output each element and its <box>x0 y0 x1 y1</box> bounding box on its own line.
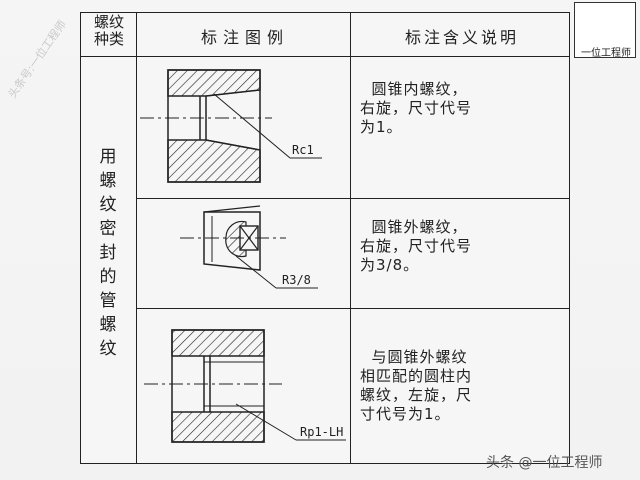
header-thread-type: 螺纹 种类 <box>93 13 124 48</box>
description-rp1lh: 与圆锥外螺纹 相匹配的圆柱内 螺纹，左旋，尺 寸代号为1。 <box>360 348 473 423</box>
table-divider <box>136 308 570 309</box>
logo-text: 一位工程师 <box>581 48 631 59</box>
r38-drawing <box>180 205 318 289</box>
label-rc1: Rc1 <box>292 143 314 157</box>
table-divider <box>136 198 570 199</box>
description-rc1: 圆锥内螺纹， 右旋，尺寸代号 为1。 <box>360 80 473 136</box>
description-r38: 圆锥外螺纹， 右旋，尺寸代号 为3/8。 <box>360 218 473 274</box>
header-example: 标注图例 <box>200 28 289 47</box>
label-rp1lh: Rp1-LH <box>300 425 344 439</box>
rc1-drawing <box>140 69 322 183</box>
rp1-drawing <box>144 329 346 443</box>
table-divider <box>136 12 137 464</box>
thread-table <box>80 12 570 464</box>
category-label: 用螺纹密封的管螺纹 <box>99 147 117 359</box>
header-meaning: 标注含义说明 <box>404 28 519 47</box>
label-r38: R3/8 <box>282 273 311 287</box>
logo <box>574 2 636 58</box>
table-divider <box>80 56 570 57</box>
table-divider <box>350 12 351 464</box>
watermark-bottom: 头条 @一位工程师 <box>486 455 603 471</box>
